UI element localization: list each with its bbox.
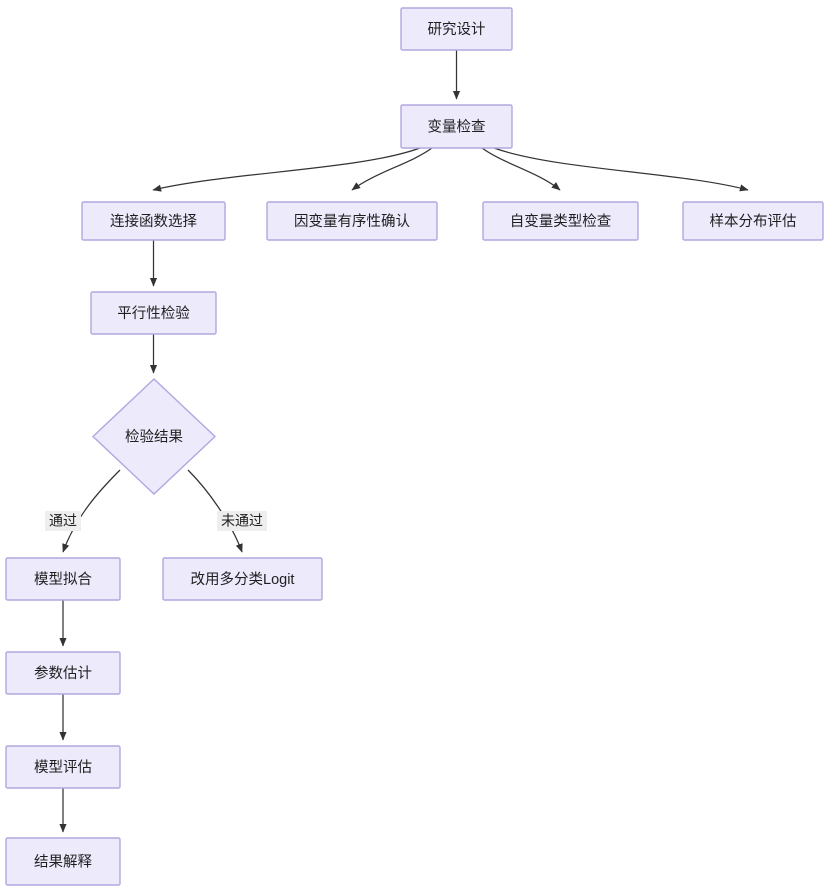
edge-n2-to-n4 — [351, 147, 433, 191]
edge-label-background — [45, 511, 81, 531]
node-label-n1: 研究设计 — [428, 21, 486, 38]
node-n3[interactable]: 连接函数选择 — [81, 201, 226, 241]
node-n10[interactable]: 改用多分类Logit — [162, 557, 323, 601]
process-shape — [682, 201, 824, 241]
edge-n2-to-n6 — [493, 147, 749, 192]
edge-n8-to-n10 — [187, 469, 243, 553]
node-label-n9: 模型拟合 — [34, 571, 92, 588]
edge-n8-to-n9 — [62, 469, 121, 553]
node-n12[interactable]: 模型评估 — [5, 745, 121, 789]
node-label-n8: 检验结果 — [125, 428, 183, 445]
node-n2[interactable]: 变量检查 — [400, 104, 513, 149]
edge-labels-layer: 通过 未通过 — [45, 511, 267, 531]
decision-shape — [91, 378, 217, 495]
node-n13[interactable]: 结果解释 — [5, 837, 121, 886]
edges-layer — [59, 50, 749, 833]
node-label-n2: 变量检查 — [428, 118, 486, 135]
process-shape — [5, 745, 121, 789]
process-shape — [400, 104, 513, 149]
node-n11[interactable]: 参数估计 — [5, 651, 121, 695]
node-n6[interactable]: 样本分布评估 — [682, 201, 824, 241]
node-n1[interactable]: 研究设计 — [400, 7, 513, 51]
node-label-n4: 因变量有序性确认 — [294, 213, 410, 230]
process-shape — [90, 291, 217, 335]
process-shape — [162, 557, 323, 601]
node-n4[interactable]: 因变量有序性确认 — [266, 201, 438, 241]
node-n7[interactable]: 平行性检验 — [90, 291, 217, 335]
process-shape — [5, 837, 121, 886]
edge-label-text: 未通过 — [221, 513, 263, 529]
node-n5[interactable]: 自变量类型检查 — [482, 201, 639, 241]
node-n8[interactable]: 检验结果 — [91, 378, 217, 495]
node-label-n10: 改用多分类Logit — [191, 571, 295, 588]
process-shape — [482, 201, 639, 241]
node-label-n3: 连接函数选择 — [110, 213, 197, 230]
node-label-n6: 样本分布评估 — [710, 213, 797, 230]
edge-n2-to-n3 — [152, 147, 421, 192]
node-label-n13: 结果解释 — [34, 853, 92, 870]
edge-label-1: 未通过 — [217, 511, 267, 531]
node-n9[interactable]: 模型拟合 — [5, 557, 121, 601]
node-label-n7: 平行性检验 — [117, 305, 190, 322]
process-shape — [400, 7, 513, 51]
process-shape — [266, 201, 438, 241]
edge-n2-to-n5 — [481, 147, 561, 191]
node-label-n11: 参数估计 — [34, 665, 92, 682]
process-shape — [5, 557, 121, 601]
edge-label-background — [217, 511, 267, 531]
edge-label-text: 通过 — [49, 513, 77, 529]
node-label-n12: 模型评估 — [34, 759, 92, 776]
process-shape — [5, 651, 121, 695]
process-shape — [81, 201, 226, 241]
node-label-n5: 自变量类型检查 — [510, 213, 612, 230]
edge-label-0: 通过 — [45, 511, 81, 531]
